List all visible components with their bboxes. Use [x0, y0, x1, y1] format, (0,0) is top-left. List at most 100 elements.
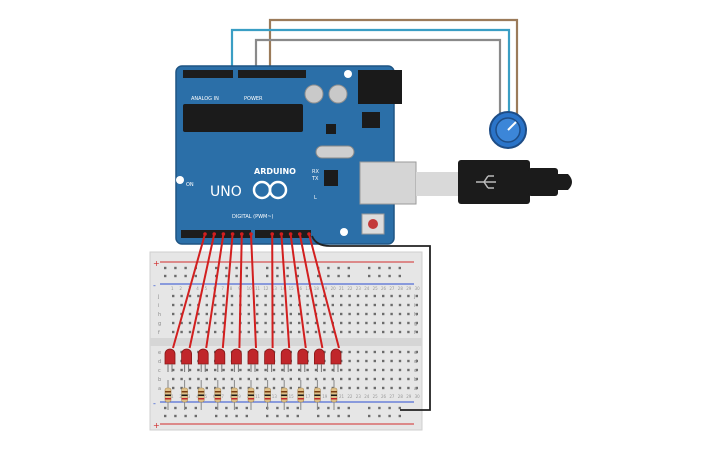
terminal-hole[interactable]: [306, 303, 309, 307]
terminal-hole[interactable]: [264, 303, 267, 307]
terminal-hole[interactable]: [356, 368, 360, 372]
terminal-hole[interactable]: [281, 321, 284, 325]
terminal-hole[interactable]: [247, 368, 250, 372]
terminal-hole[interactable]: [281, 294, 284, 298]
terminal-hole[interactable]: [348, 312, 351, 316]
terminal-hole[interactable]: [239, 368, 242, 372]
terminal-hole[interactable]: [390, 294, 393, 298]
rail-hole[interactable]: [398, 414, 401, 418]
rail-hole[interactable]: [194, 274, 197, 278]
rail-hole[interactable]: [225, 406, 228, 410]
rail-hole[interactable]: [276, 274, 279, 278]
terminal-hole[interactable]: [398, 350, 402, 354]
rail-hole[interactable]: [245, 406, 248, 410]
terminal-hole[interactable]: [365, 368, 368, 372]
terminal-hole[interactable]: [365, 312, 368, 316]
terminal-hole[interactable]: [188, 377, 192, 381]
terminal-hole[interactable]: [272, 303, 276, 307]
terminal-hole[interactable]: [188, 330, 192, 334]
terminal-hole[interactable]: [222, 377, 225, 381]
rail-hole[interactable]: [235, 414, 238, 418]
terminal-hole[interactable]: [298, 368, 301, 372]
rail-hole[interactable]: [215, 414, 218, 418]
terminal-hole[interactable]: [390, 377, 393, 381]
terminal-hole[interactable]: [356, 294, 360, 298]
terminal-hole[interactable]: [365, 330, 368, 334]
terminal-hole[interactable]: [382, 321, 385, 325]
terminal-hole[interactable]: [373, 386, 376, 390]
led[interactable]: [231, 348, 242, 365]
rail-hole[interactable]: [398, 274, 401, 278]
rail-hole[interactable]: [398, 406, 401, 410]
rail-hole[interactable]: [245, 414, 248, 418]
terminal-hole[interactable]: [272, 377, 276, 381]
terminal-hole[interactable]: [289, 321, 292, 325]
terminal-hole[interactable]: [222, 368, 225, 372]
terminal-hole[interactable]: [230, 321, 234, 325]
led[interactable]: [314, 348, 325, 365]
terminal-hole[interactable]: [348, 368, 351, 372]
terminal-hole[interactable]: [390, 386, 393, 390]
terminal-hole[interactable]: [247, 303, 250, 307]
rail-hole[interactable]: [337, 266, 340, 270]
terminal-hole[interactable]: [365, 386, 368, 390]
terminal-hole[interactable]: [390, 312, 393, 316]
rail-hole[interactable]: [368, 266, 371, 270]
rail-hole[interactable]: [337, 406, 340, 410]
terminal-hole[interactable]: [415, 377, 418, 381]
rail-hole[interactable]: [164, 274, 167, 278]
terminal-hole[interactable]: [180, 377, 183, 381]
terminal-hole[interactable]: [314, 377, 318, 381]
terminal-hole[interactable]: [348, 303, 351, 307]
rail-hole[interactable]: [276, 266, 279, 270]
terminal-hole[interactable]: [214, 294, 217, 298]
terminal-hole[interactable]: [373, 303, 376, 307]
terminal-hole[interactable]: [239, 386, 242, 390]
terminal-hole[interactable]: [398, 386, 402, 390]
rail-hole[interactable]: [296, 266, 299, 270]
terminal-hole[interactable]: [205, 377, 208, 381]
terminal-hole[interactable]: [289, 330, 292, 334]
terminal-hole[interactable]: [205, 312, 208, 316]
rail-hole[interactable]: [378, 414, 381, 418]
terminal-hole[interactable]: [214, 386, 217, 390]
terminal-hole[interactable]: [356, 330, 360, 334]
terminal-hole[interactable]: [348, 321, 351, 325]
terminal-hole[interactable]: [172, 386, 175, 390]
terminal-hole[interactable]: [398, 303, 402, 307]
rail-hole[interactable]: [174, 414, 177, 418]
terminal-hole[interactable]: [407, 330, 410, 334]
rail-hole[interactable]: [347, 266, 350, 270]
led[interactable]: [297, 348, 309, 365]
rail-hole[interactable]: [225, 266, 228, 270]
led-wire[interactable]: [188, 233, 216, 349]
terminal-hole[interactable]: [323, 312, 326, 316]
terminal-hole[interactable]: [264, 368, 267, 372]
rail-hole[interactable]: [266, 414, 269, 418]
terminal-hole[interactable]: [373, 377, 376, 381]
rail-hole[interactable]: [317, 414, 320, 418]
terminal-hole[interactable]: [306, 386, 309, 390]
terminal-hole[interactable]: [373, 359, 376, 363]
led[interactable]: [181, 348, 192, 365]
reset-button-cap[interactable]: [368, 219, 378, 229]
rail-hole[interactable]: [164, 406, 167, 410]
terminal-hole[interactable]: [205, 321, 208, 325]
terminal-hole[interactable]: [373, 350, 376, 354]
rail-hole[interactable]: [235, 406, 238, 410]
rail-hole[interactable]: [388, 266, 391, 270]
terminal-hole[interactable]: [180, 294, 183, 298]
rail-hole[interactable]: [194, 406, 197, 410]
rail-hole[interactable]: [296, 406, 299, 410]
terminal-hole[interactable]: [306, 377, 309, 381]
rail-hole[interactable]: [327, 414, 330, 418]
rail-hole[interactable]: [174, 406, 177, 410]
terminal-hole[interactable]: [365, 377, 368, 381]
terminal-hole[interactable]: [222, 321, 225, 325]
terminal-hole[interactable]: [348, 386, 351, 390]
rail-hole[interactable]: [378, 274, 381, 278]
terminal-hole[interactable]: [247, 312, 250, 316]
terminal-hole[interactable]: [272, 312, 276, 316]
terminal-hole[interactable]: [398, 359, 402, 363]
rail-hole[interactable]: [317, 406, 320, 410]
